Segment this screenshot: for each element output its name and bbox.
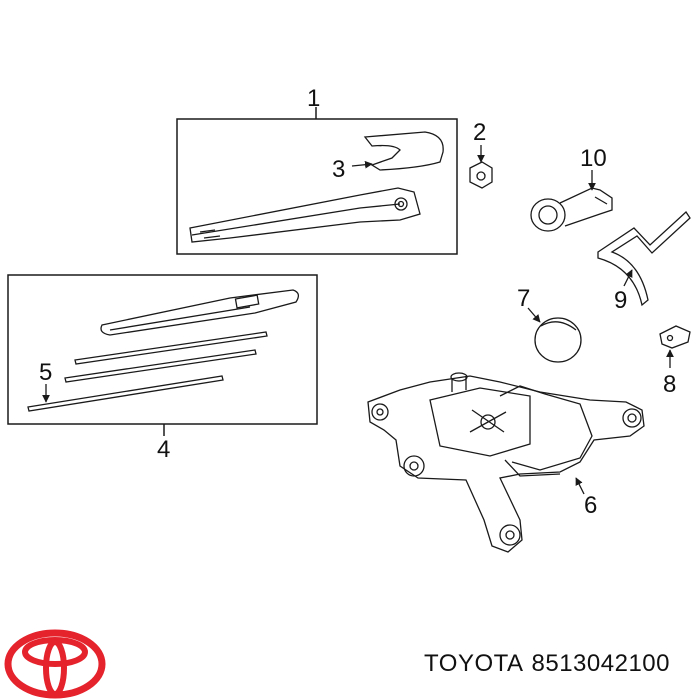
wiper-motor-assembly <box>367 372 645 553</box>
washer-hose <box>597 211 691 307</box>
callout-3: 3 <box>332 156 345 183</box>
callout-2: 2 <box>473 119 486 146</box>
brand-name: TOYOTA <box>424 650 524 677</box>
group-box-1 <box>176 118 458 255</box>
callout-7: 7 <box>517 285 530 312</box>
wiper-blade <box>100 289 300 336</box>
part-number: 8513042100 <box>531 650 670 677</box>
hose-clip <box>659 325 691 349</box>
callout-4: 4 <box>157 436 170 463</box>
callout-10: 10 <box>580 145 607 172</box>
group-box-4 <box>7 274 318 425</box>
motor-cover-cap <box>534 317 582 363</box>
wiper-refill-strips <box>27 331 268 412</box>
washer-hose-grommet <box>530 187 613 232</box>
callout-9: 9 <box>614 287 627 314</box>
callout-6: 6 <box>584 492 597 519</box>
toyota-logo-icon <box>4 629 106 699</box>
rear-wiper-arm <box>189 187 421 243</box>
arm-nut <box>469 161 493 189</box>
wiper-arm-cap <box>363 131 444 171</box>
footer-caption: TOYOTA 8513042100 <box>424 650 670 678</box>
callout-1: 1 <box>307 85 320 112</box>
callout-5: 5 <box>39 359 52 386</box>
callout-8: 8 <box>663 371 676 398</box>
